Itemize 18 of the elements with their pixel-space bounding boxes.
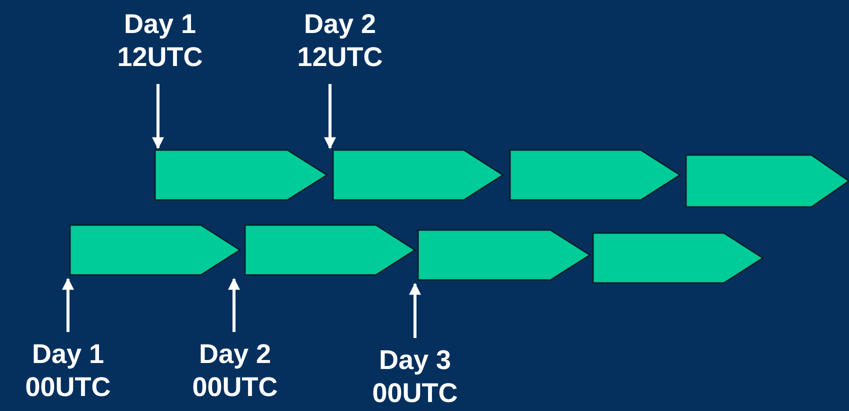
time-label: Day 1 12UTC <box>100 8 220 78</box>
arrow <box>152 84 164 150</box>
arrow <box>324 84 336 150</box>
time-label: Day 3 00UTC <box>355 344 475 411</box>
time-label: Day 1 00UTC <box>8 338 128 408</box>
pentagon-block <box>70 225 240 275</box>
pentagon-block <box>155 150 327 200</box>
pentagon-block <box>686 155 849 207</box>
pentagon-block <box>510 150 680 200</box>
arrow <box>409 282 421 338</box>
time-label: Day 2 12UTC <box>280 8 400 78</box>
pentagon-block <box>593 233 763 283</box>
time-label: Day 2 00UTC <box>175 338 295 408</box>
pentagon-block <box>418 230 590 280</box>
arrow <box>62 278 74 332</box>
pentagon-block <box>333 150 503 200</box>
arrow <box>228 278 240 332</box>
pentagon-block <box>245 225 415 275</box>
